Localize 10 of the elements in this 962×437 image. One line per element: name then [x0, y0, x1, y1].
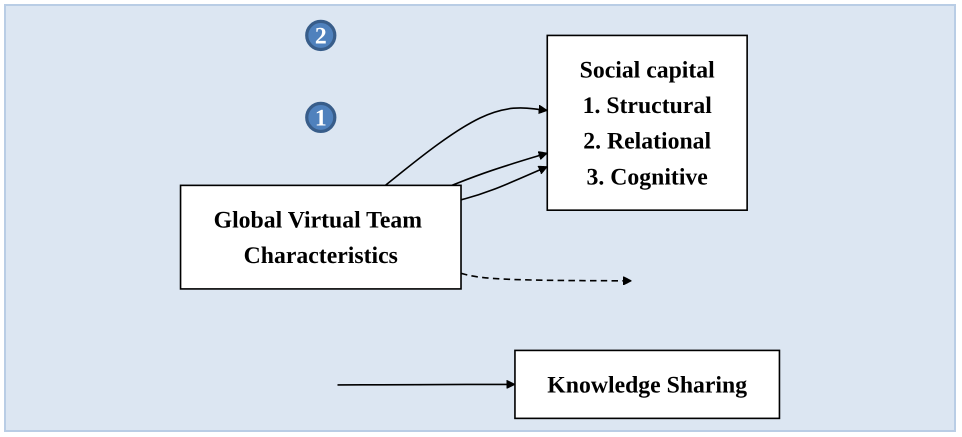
arrow: [460, 272, 632, 286]
arrow: [384, 104, 548, 186]
node-box: Knowledge Sharing: [514, 350, 780, 420]
node-circle: 1: [305, 102, 336, 134]
arrow: [452, 151, 548, 186]
node-circle: 2: [305, 20, 336, 52]
node-box: Global Virtual Team Characteristics: [180, 184, 462, 290]
node-box: Social capital 1. Structural 2. Relational 3. Cognitive: [546, 34, 748, 211]
arrow: [460, 166, 548, 201]
arrow: [338, 380, 516, 390]
